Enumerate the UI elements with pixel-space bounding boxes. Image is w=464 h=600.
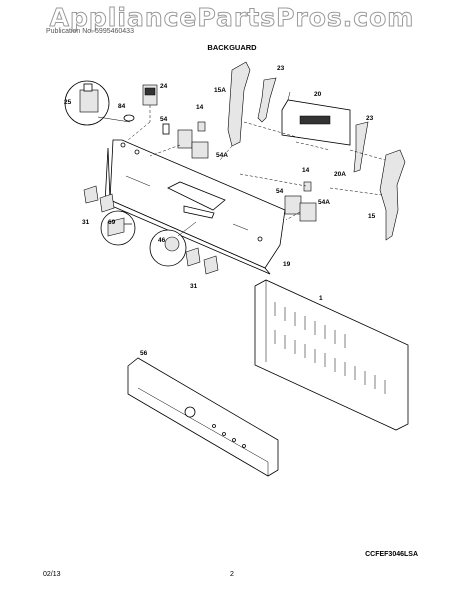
callout-20: 20 (314, 91, 322, 98)
callout-15: 15 (368, 213, 376, 220)
callout-15a: 15A (214, 87, 226, 94)
part-15-end-cap (379, 149, 406, 241)
callout-23b: 23 (366, 115, 374, 122)
part-23-bracket-right (353, 121, 369, 173)
revision-date: 02/13 (43, 571, 61, 578)
part-69-screw (100, 210, 136, 246)
part-20-control-board (281, 91, 351, 146)
part-14-lower (303, 181, 312, 192)
leader-lines (127, 121, 386, 221)
callout-19: 19 (283, 261, 291, 268)
part-14-upper (197, 121, 206, 132)
page-title: BACKGUARD (207, 43, 257, 52)
callout-14a: 14 (196, 104, 204, 111)
part-31-knobs-right (185, 247, 219, 275)
watermark: AppliancePartsPros.com (49, 3, 415, 33)
callout-14b: 14 (302, 167, 310, 174)
part-31-knobs-left (83, 185, 115, 213)
callout-54a-lower: 54A (318, 199, 330, 206)
callout-31a: 31 (82, 219, 90, 226)
part-54-lower-switch (284, 195, 302, 215)
publication-number: Publication No. 5995460433 (46, 28, 134, 35)
part-46-knob-insert (149, 221, 197, 267)
callout-54: 54 (160, 116, 168, 123)
callout-20a: 20A (334, 171, 346, 178)
part-23-bracket-left (257, 77, 277, 123)
part-15a-end-cap (227, 61, 251, 147)
callout-1: 1 (319, 295, 323, 302)
callout-84: 84 (118, 103, 126, 110)
callout-69: 69 (108, 219, 116, 226)
callout-46: 46 (158, 237, 166, 244)
part-54a-lower-switch (299, 202, 317, 222)
part-84-grommet (123, 114, 135, 122)
part-25-switch (64, 80, 131, 126)
callout-31b: 31 (190, 283, 198, 290)
part-24-lamp-switch (142, 84, 158, 122)
vent-slots (274, 302, 386, 394)
callout-23a: 23 (277, 65, 285, 72)
callout-54a: 54A (216, 152, 228, 159)
callout-25: 25 (64, 99, 72, 106)
part-54-upper-switch (162, 123, 193, 149)
page-number: 2 (230, 571, 234, 578)
model-code: CCFEF3046LSA (365, 551, 418, 558)
part-1-rear-panel (254, 279, 409, 431)
callout-54b: 54 (276, 188, 284, 195)
part-54a-upper-switch (191, 141, 209, 159)
callout-24: 24 (160, 83, 168, 90)
callout-56: 56 (140, 350, 148, 357)
part-56-lower-panel (127, 357, 279, 477)
